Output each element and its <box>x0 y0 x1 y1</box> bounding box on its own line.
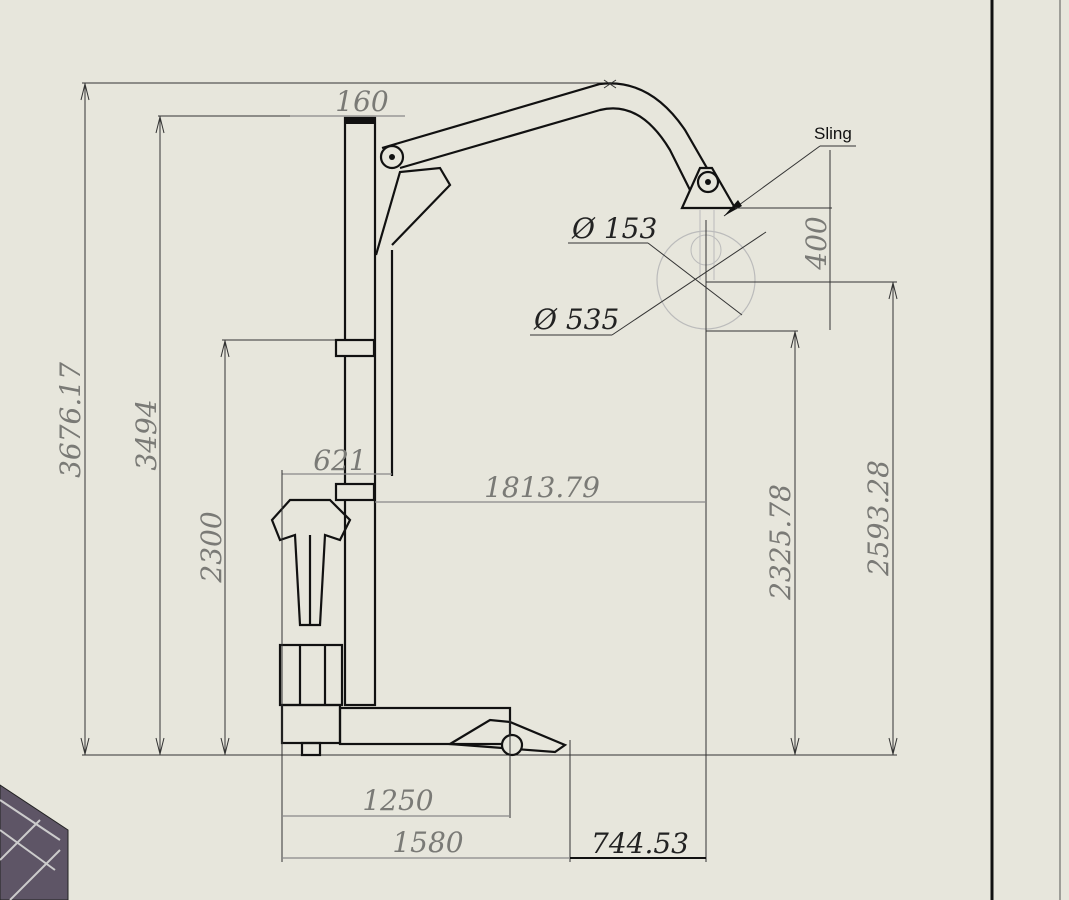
dim-overhang: 744.53 <box>570 827 706 860</box>
svg-text:2325.78: 2325.78 <box>764 484 797 601</box>
dim-mast-width: 160 <box>290 85 405 118</box>
svg-text:1580: 1580 <box>392 826 463 859</box>
boom-arm <box>379 79 737 210</box>
dim-wheelbase: 1250 <box>282 784 510 817</box>
svg-text:1250: 1250 <box>362 784 433 817</box>
svg-text:621: 621 <box>313 444 366 477</box>
dim-handle-offset: 621 <box>282 444 392 477</box>
svg-text:2593.28: 2593.28 <box>862 460 895 577</box>
svg-text:Ø 153: Ø 153 <box>571 212 657 245</box>
dim-collar-height: 2300 <box>195 339 345 755</box>
hydraulic-cylinder <box>374 166 452 476</box>
svg-text:3494: 3494 <box>130 399 163 470</box>
base-frame <box>338 706 571 862</box>
dim-diameter-large: Ø 535 <box>530 231 767 336</box>
svg-text:744.53: 744.53 <box>591 827 689 860</box>
svg-text:Ø 535: Ø 535 <box>533 303 619 336</box>
svg-text:2300: 2300 <box>195 511 228 583</box>
dim-diameter-small: Ø 153 <box>568 212 743 316</box>
dim-sling-drop: 400 <box>706 150 897 330</box>
svg-text:3676.17: 3676.17 <box>54 362 87 478</box>
mast <box>334 116 377 707</box>
svg-text:400: 400 <box>800 216 833 270</box>
dim-base-length: 1580 <box>282 826 570 859</box>
svg-text:1813.79: 1813.79 <box>484 471 600 504</box>
isometric-model-fragment <box>0 784 69 900</box>
svg-text:160: 160 <box>335 85 388 118</box>
dim-hook-height-low: 2325.78 <box>706 330 800 755</box>
dim-mast-height: 3494 <box>130 115 345 755</box>
dim-overall-height: 3676.17 <box>54 82 610 755</box>
dim-boom-reach: 1813.79 <box>375 471 706 504</box>
dim-hook-height-high: 2593.28 <box>862 282 898 755</box>
sling-callout: Sling <box>723 124 856 217</box>
drive-handle <box>270 470 352 862</box>
svg-text:Sling: Sling <box>814 124 852 143</box>
